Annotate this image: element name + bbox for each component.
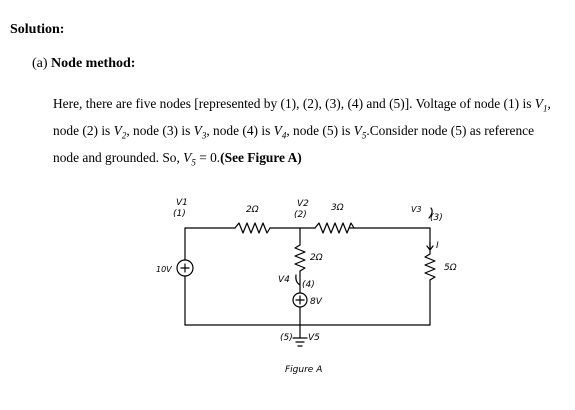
resistor-2ohm-mid-label: 2Ω [310,253,323,263]
paragraph-text: , node (5) is [286,123,354,139]
part-title: Node method: [51,56,136,71]
resistor-2ohm-top [234,222,271,234]
paragraph-text: = 0. [195,150,221,166]
resistor-3ohm [314,222,355,234]
part-a-heading: (a) Node method: [32,56,135,72]
source-10v-label: 10V [156,265,172,274]
v2-symbol: V2 [113,123,127,141]
node4-leader [295,274,301,286]
v1-symbol: V1 [534,96,548,114]
v5-symbol: V5 [353,123,367,141]
paragraph-text: .Consider node (5) as reference node and… [53,123,535,166]
node3-leader [428,207,433,219]
paragraph-text: Here, there are five nodes [represented … [53,96,535,111]
part-label: (a) [32,56,48,71]
v4-symbol: V4 [273,123,287,141]
problem-paragraph: Here, there are five nodes [represented … [53,93,558,175]
resistor-3ohm-label: 3Ω [331,203,344,213]
v5-symbol-2: V5 [183,150,196,169]
node5-label: (5) [280,333,293,343]
paragraph-text: , node (2) is [53,96,551,139]
current-arrow [426,241,434,251]
paragraph-text: , node (4) is [206,123,274,139]
node3-voltage-label: V3 [411,205,422,214]
node4-label: (4) [302,280,315,290]
figure-caption: Figure A [285,365,322,375]
resistor-5ohm-label: 5Ω [444,263,457,273]
solution-heading: Solution: [10,22,65,37]
circuit-diagram: V1 (1) 2Ω V2 (2) 3Ω V3 (3) 10V 2Ω V4 (4)… [156,198,457,375]
source-8v-label: 8V [310,297,323,307]
node2-voltage-label: V2 [297,199,309,209]
node3-label: (3) [430,213,443,223]
resistor-5ohm [424,253,436,281]
node1-label: (1) [173,209,186,219]
node1-voltage-label: V1 [176,198,188,208]
ground-symbol [292,337,308,347]
node5-voltage-label: V5 [308,333,320,343]
plus-sign [295,295,305,305]
resistor-2ohm-mid [294,244,306,272]
see-figure-ref: (See Figure A) [220,150,302,166]
paragraph-text: , node (3) is [126,123,194,139]
current-label: I [436,241,439,251]
node4-voltage-label: V4 [278,275,290,285]
node2-label: (2) [294,210,307,220]
v3-symbol: V3 [193,123,207,141]
plus-sign [180,263,190,273]
resistor-2ohm-top-label: 2Ω [246,205,259,215]
